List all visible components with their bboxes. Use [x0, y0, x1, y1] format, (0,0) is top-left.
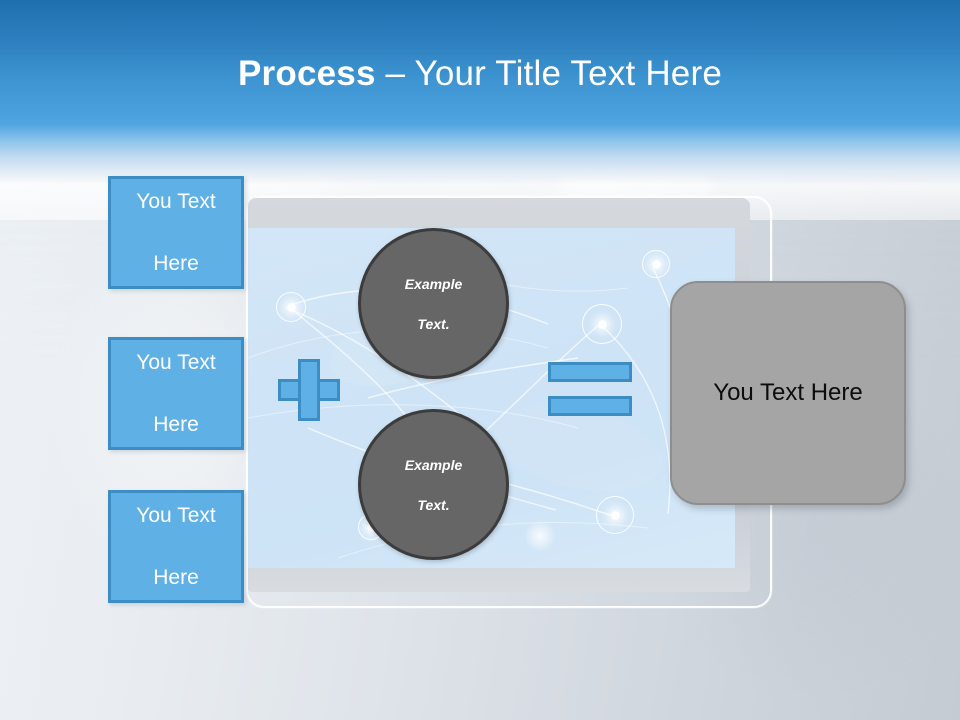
- equals-bottom-bar: [548, 396, 632, 416]
- left-box-2-line1: You Text: [136, 351, 216, 374]
- node-core: [651, 259, 661, 269]
- node-core: [597, 319, 607, 329]
- plus-center-patch: [301, 382, 317, 398]
- node-core: [286, 302, 296, 312]
- node-halo: [642, 250, 670, 278]
- result-box[interactable]: You Text Here: [670, 281, 906, 505]
- equals-icon: [548, 362, 632, 416]
- circle-1-line1: Example: [404, 275, 463, 292]
- left-box-3-line1: You Text: [136, 504, 216, 527]
- page-title-rest: – Your Title Text Here: [375, 54, 722, 93]
- left-box-1-line2: Here: [153, 252, 199, 275]
- page-title: Process – Your Title Text Here: [0, 52, 960, 96]
- circle-1-line2: Text.: [417, 315, 450, 332]
- node-halo: [276, 292, 306, 322]
- network-node: [276, 292, 306, 322]
- circle-2-line1: Example: [404, 456, 463, 473]
- equals-top-bar: [548, 362, 632, 382]
- result-box-label: You Text Here: [713, 379, 863, 406]
- left-box-1-line1: You Text: [136, 190, 216, 213]
- node-core: [610, 510, 620, 520]
- network-node: [582, 304, 622, 344]
- left-box-2-line2: Here: [153, 413, 199, 436]
- node-halo: [596, 496, 634, 534]
- node-halo: [582, 304, 622, 344]
- network-node: [642, 250, 670, 278]
- plus-icon: [278, 359, 340, 421]
- network-node: [596, 496, 634, 534]
- page-title-bold: Process: [238, 54, 376, 93]
- circle-2-line2: Text.: [417, 496, 450, 513]
- left-box-3-line2: Here: [153, 566, 199, 589]
- header-fade: [0, 126, 960, 184]
- header-band: [0, 0, 960, 130]
